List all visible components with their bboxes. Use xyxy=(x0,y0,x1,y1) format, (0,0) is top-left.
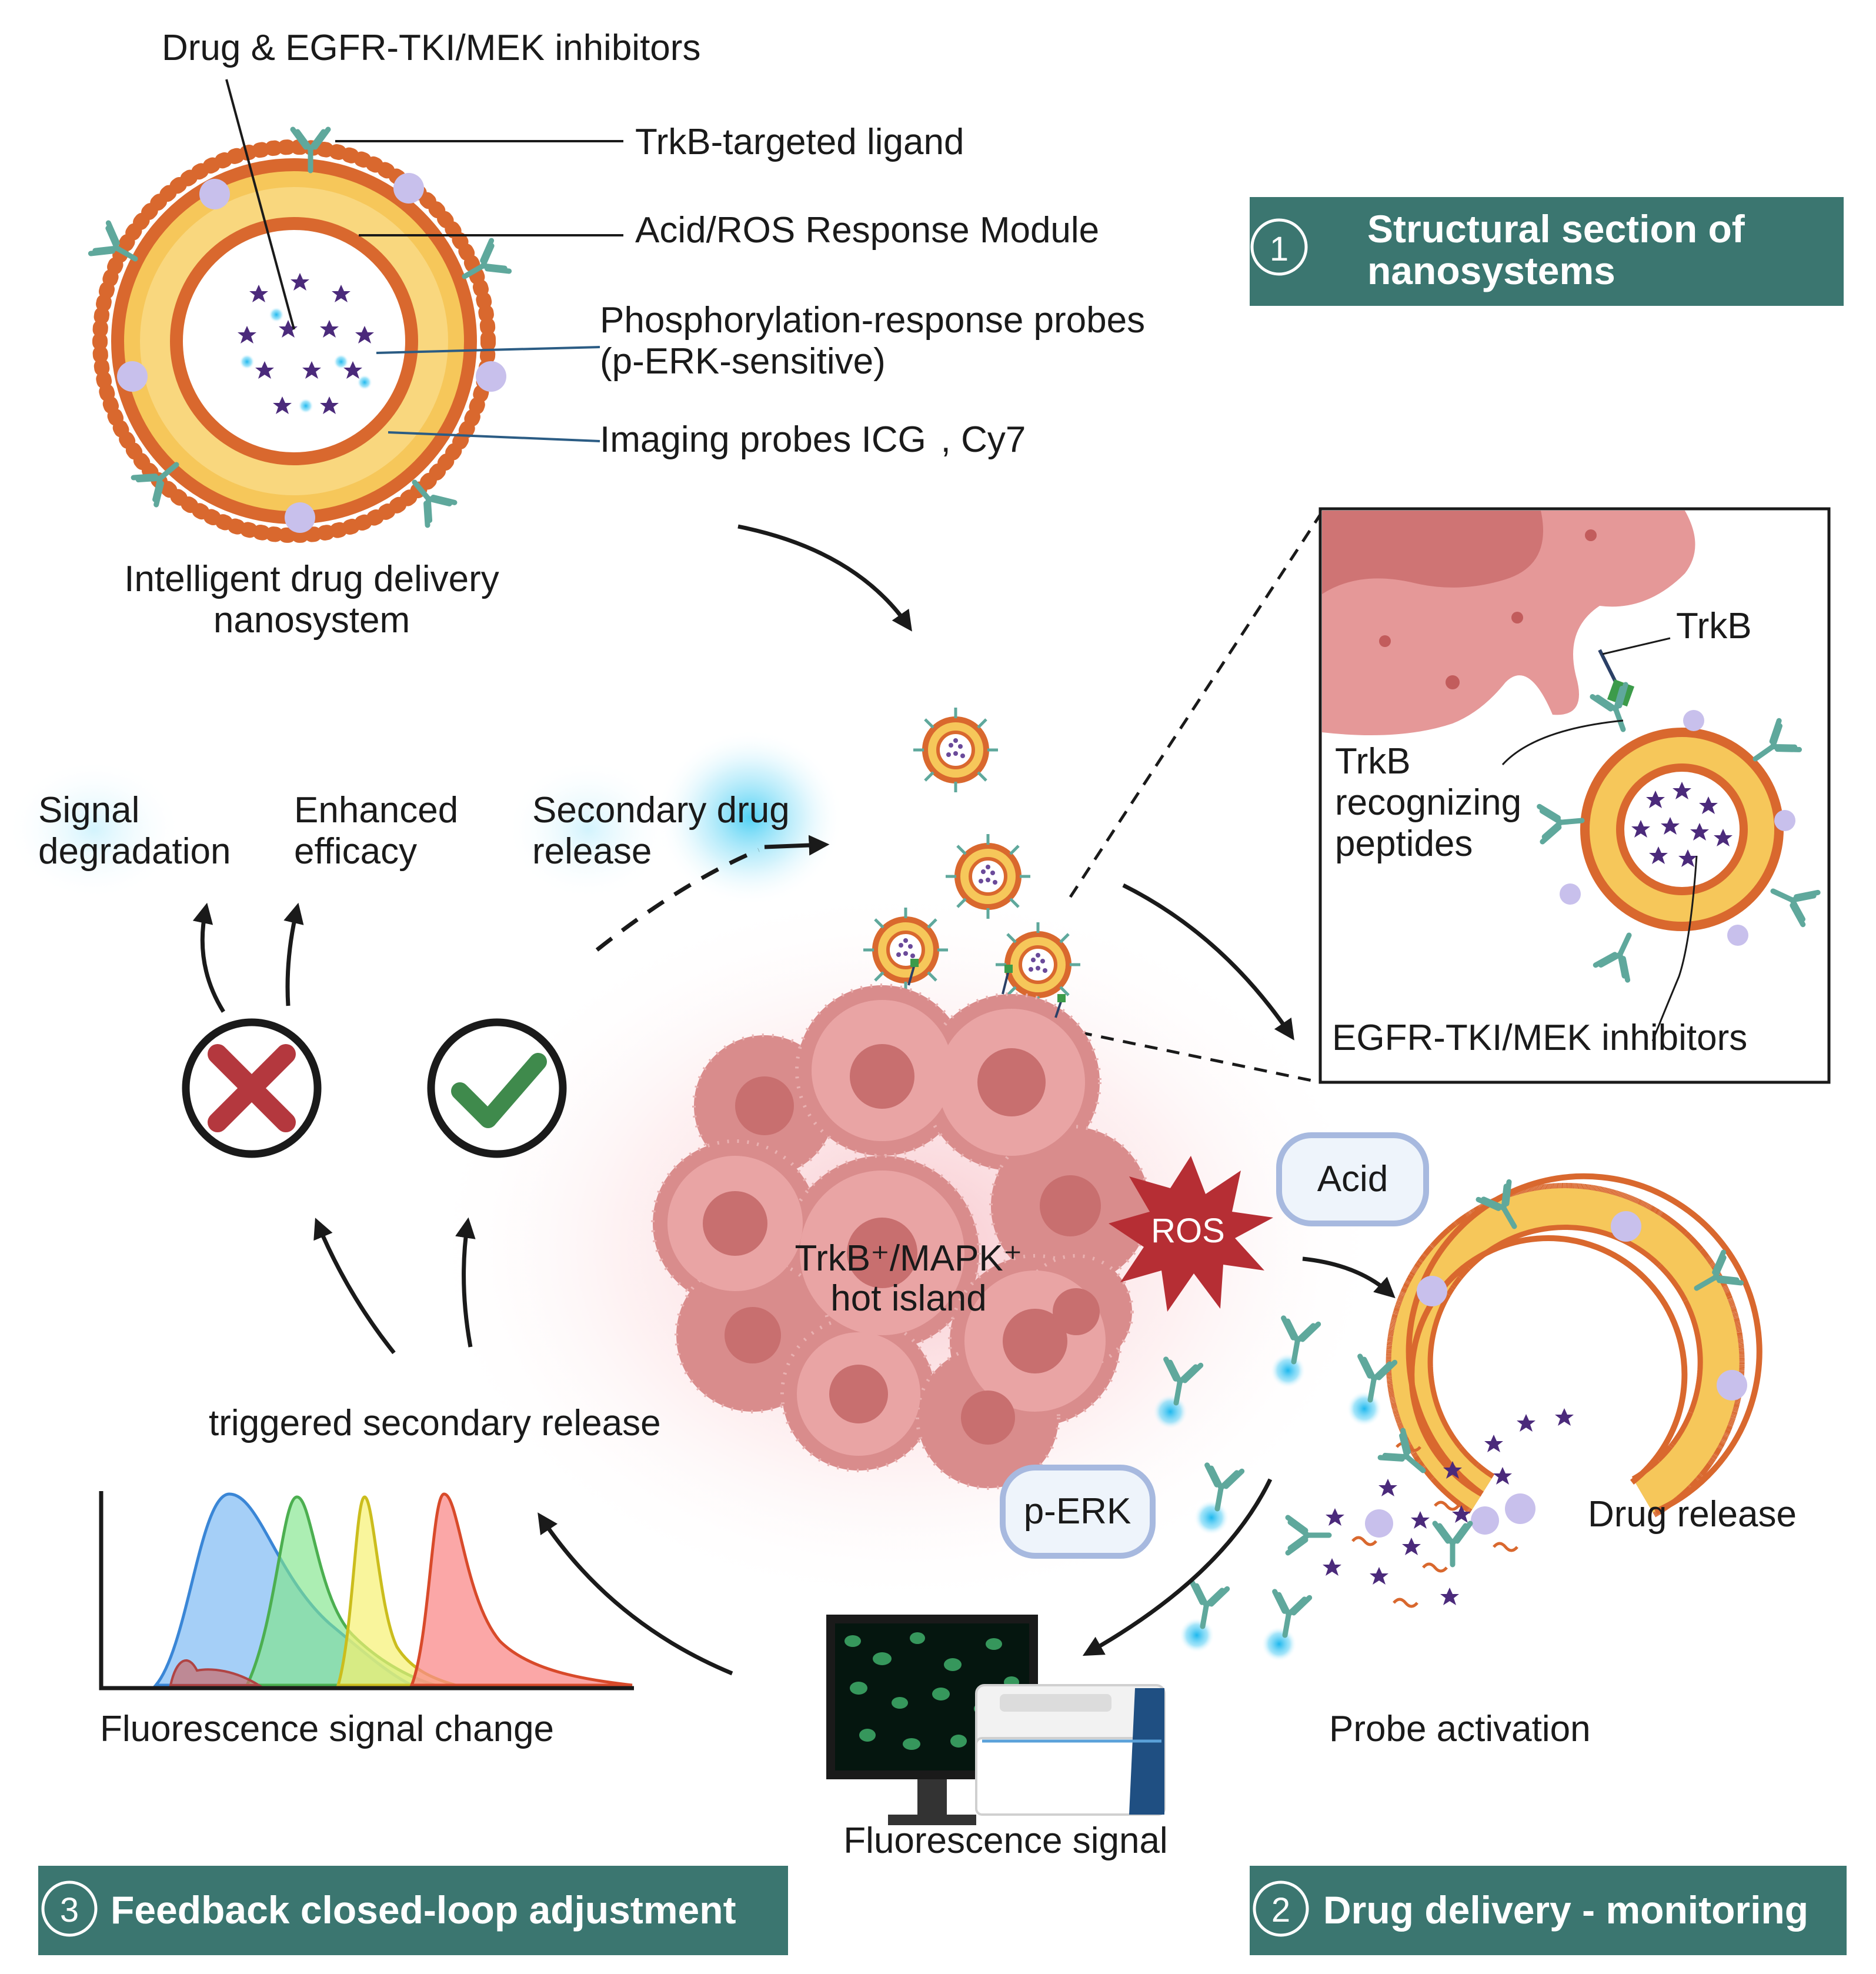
section-3-title: Feedback closed-loop adjustment xyxy=(111,1888,736,1932)
section-1-header: 1 Structural section of nanosystems xyxy=(1250,197,1844,306)
label-enhanced-efficacy-2: efficacy xyxy=(294,831,417,872)
monitor-icon xyxy=(826,1615,1038,1825)
label-egfr-inhibitors: EGFR-TKI/MEK inhibitors xyxy=(1332,1018,1747,1058)
arrow-secondary-release-head xyxy=(764,835,830,856)
secondary-release-glow xyxy=(656,729,844,906)
label-hot-island-1: TrkB⁺/MAPK⁺ xyxy=(795,1238,1023,1279)
activated-probes xyxy=(1153,1318,1395,1662)
label-triggered-release: triggered secondary release xyxy=(209,1403,661,1443)
check-icon xyxy=(427,1018,567,1158)
label-enhanced-efficacy-1: Enhanced xyxy=(294,790,458,831)
label-ros: ROS xyxy=(1151,1212,1225,1250)
arrow-to-vesicles xyxy=(737,524,912,632)
signal-degradation-glow xyxy=(6,759,182,900)
label-nanosystem-1: Intelligent drug delivery xyxy=(124,559,499,599)
zoom-lines xyxy=(1069,513,1322,1084)
arrow-to-check xyxy=(455,1217,476,1348)
imaging-device-icon xyxy=(975,1684,1166,1816)
nanosystem-leader-lines xyxy=(225,79,623,442)
label-signal-degradation-2: degradation xyxy=(38,831,231,872)
ros-burst xyxy=(1109,1156,1273,1312)
label-p-erk: p-ERK xyxy=(1024,1491,1131,1532)
arrow-to-inset xyxy=(1122,883,1294,1041)
nanosystem-large xyxy=(91,129,509,543)
section-1-number: 1 xyxy=(1270,230,1289,268)
section-3-number: 3 xyxy=(60,1891,79,1929)
tumor-cell-cluster xyxy=(651,959,1151,1490)
arrow-to-spectrum xyxy=(538,1512,733,1676)
arrow-to-cross xyxy=(313,1218,396,1355)
label-fluorescence-change: Fluorescence signal change xyxy=(100,1709,554,1749)
label-trkb-peptides-3: peptides xyxy=(1335,823,1473,864)
label-probe-activation: Probe activation xyxy=(1329,1709,1591,1749)
label-fluorescence-signal: Fluorescence signal xyxy=(843,1820,1167,1861)
arrow-to-signal-degradation xyxy=(192,902,225,1013)
section-1-title-1: Structural section of xyxy=(1367,207,1745,251)
label-drug-inhibitors: Drug & EGFR-TKI/MEK inhibitors xyxy=(162,28,700,68)
p-erk-badge xyxy=(1000,1465,1156,1559)
cross-icon xyxy=(182,1018,322,1158)
section-2-header: 2 Drug delivery - monitoring xyxy=(1250,1866,1847,1955)
label-trkb: TrkB xyxy=(1676,606,1752,646)
acid-badge xyxy=(1276,1132,1429,1226)
label-hot-island-2: hot island xyxy=(830,1278,986,1319)
label-phospho-probes-1: Phosphorylation-response probes xyxy=(600,300,1145,341)
label-nanosystem-2: nanosystem xyxy=(213,600,410,641)
fluorescence-spectra xyxy=(99,1491,634,1690)
inset-binding-detail xyxy=(1318,507,1831,1084)
section-2-number: 2 xyxy=(1271,1891,1290,1929)
section-2-title: Drug delivery - monitoring xyxy=(1323,1888,1808,1932)
label-acid: Acid xyxy=(1317,1159,1388,1199)
label-trkb-ligand: TrkB-targeted ligand xyxy=(635,122,964,162)
dashed-arrow-secondary-release xyxy=(595,848,760,952)
label-phospho-probes-2: (p-ERK-sensitive) xyxy=(600,341,886,382)
label-trkb-peptides-1: TrkB xyxy=(1335,741,1411,782)
label-acid-ros-module: Acid/ROS Response Module xyxy=(635,210,1099,251)
label-secondary-release-1: Secondary drug xyxy=(532,790,790,831)
label-trkb-peptides-2: recognizing xyxy=(1335,782,1521,823)
label-secondary-release-2: release xyxy=(532,831,652,872)
section-1-title-2: nanosystems xyxy=(1367,249,1615,292)
section-3-header: 3 Feedback closed-loop adjustment xyxy=(38,1866,788,1955)
label-signal-degradation-1: Signal xyxy=(38,790,139,831)
arrow-to-enhanced-efficacy xyxy=(283,902,304,1006)
arrow-to-monitor xyxy=(1082,1478,1273,1656)
arrow-to-drug-release xyxy=(1302,1256,1396,1299)
label-drug-release: Drug release xyxy=(1588,1494,1797,1535)
label-imaging-probes: Imaging probes ICG , Cy7 xyxy=(600,419,1026,460)
secondary-release-glow-soft xyxy=(506,759,670,900)
drug-release-vesicle xyxy=(1288,1173,1762,1608)
